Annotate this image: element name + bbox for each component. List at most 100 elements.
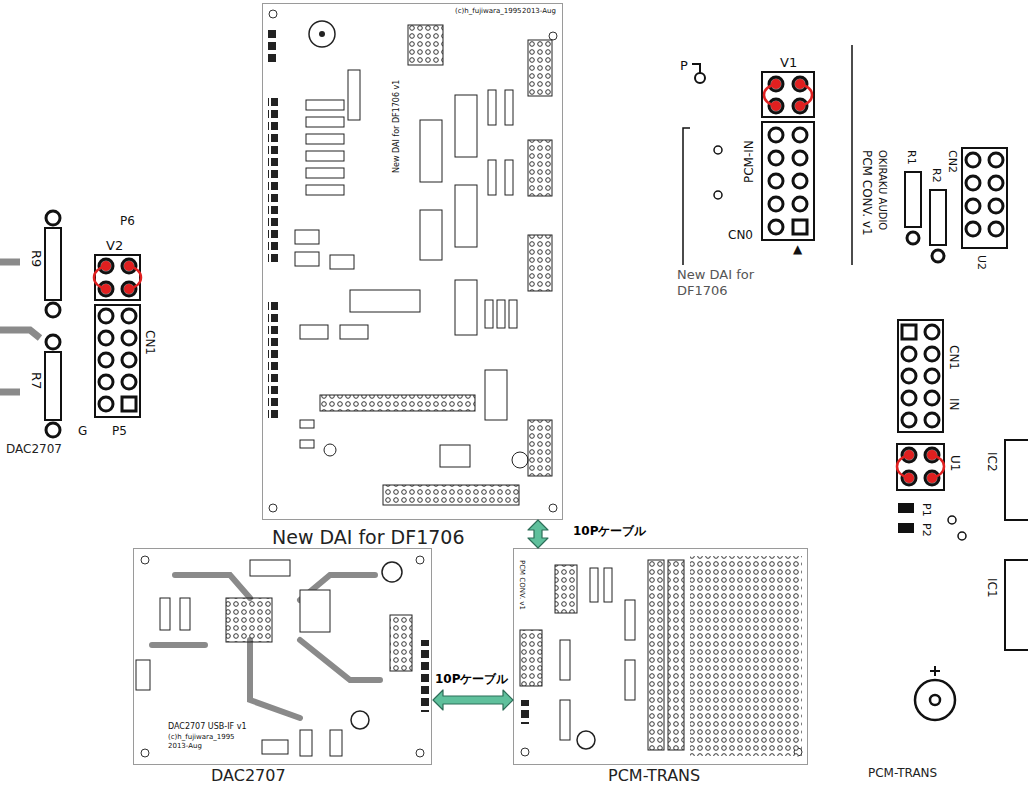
dac2707-board-part <box>416 556 424 564</box>
new-dai-board-part <box>350 290 420 312</box>
silkscreen-label: P2 <box>920 523 933 537</box>
pcm-trans-board-part <box>604 568 612 602</box>
pcm-trans-board-part <box>577 731 595 749</box>
dac2707-board-part <box>152 575 380 718</box>
pcm-trans-detail-part <box>925 347 939 361</box>
pcm-trans-board-part <box>555 565 577 613</box>
pcm-trans-detail-part <box>948 516 956 524</box>
dac2707-board-part <box>330 730 342 756</box>
pcm-trans-detail-part <box>932 250 944 262</box>
silkscreen-label: V2 <box>106 238 123 254</box>
new-dai-board-part <box>309 21 335 47</box>
new-dai-board-part <box>420 210 442 260</box>
new-dai-board-part <box>306 168 344 178</box>
dac2707-board-part <box>250 560 290 576</box>
board-caption: New DAI for DF1706 <box>677 267 795 299</box>
dac2707-board-part <box>141 749 149 757</box>
new-dai-board-part <box>330 255 354 269</box>
new-dai-board-part <box>295 230 319 244</box>
new-dai-board-part <box>512 452 528 468</box>
dac2707-detail-part <box>95 305 140 417</box>
pcm-trans-board-part <box>521 748 529 756</box>
cable-arrow <box>433 690 513 710</box>
board-caption: New DAI for DF1706 <box>272 526 465 549</box>
dac2707-board-part <box>416 749 424 757</box>
dac2707-detail-part <box>99 331 113 345</box>
silkscreen-label: P5 <box>112 424 127 438</box>
new-dai-detail-part <box>762 122 814 240</box>
board-node: PCM-TRANS <box>513 548 809 765</box>
pcm-trans-detail-part <box>989 222 1003 236</box>
new-dai-board-part <box>320 395 475 411</box>
pcm-trans-board-part <box>520 630 542 686</box>
silkscreen-label: ▲ <box>793 242 802 256</box>
new-dai-board-part <box>383 485 519 505</box>
dac2707-board-part <box>160 598 170 630</box>
silkscreen-label: CN1 <box>947 345 961 370</box>
pcm-trans-detail-part <box>902 391 916 405</box>
silkscreen-label: (c)h_fujiwara_1995 <box>168 733 235 741</box>
cable-label: 10Pケーブル <box>572 524 648 539</box>
new-dai-board-part <box>268 54 276 62</box>
new-dai-board-part <box>300 325 328 339</box>
pcm-trans-detail-part <box>898 320 943 432</box>
dac2707-detail-part <box>46 423 60 437</box>
pcm-trans-board-part <box>514 549 808 765</box>
new-dai-board-part <box>306 151 344 161</box>
dac2707-detail-part <box>95 255 140 300</box>
new-dai-board-part <box>268 95 278 265</box>
new-dai-board-part <box>408 25 443 65</box>
new-dai-board-part <box>528 140 552 196</box>
board-node: DAC2707 <box>133 548 433 765</box>
silkscreen-label: DAC2707 USB-IF v1 <box>168 722 246 732</box>
silkscreen-label: V1 <box>780 55 797 71</box>
new-dai-detail-part <box>769 128 783 142</box>
silkscreen-label: P6 <box>120 214 135 228</box>
dac2707-board-part <box>351 711 369 729</box>
silkscreen-label: CN0 <box>728 228 753 242</box>
pcm-trans-board-part <box>690 556 802 756</box>
dac2707-board-part <box>136 660 150 690</box>
new-dai-detail-part <box>793 174 807 188</box>
pcm-trans-detail-part <box>905 172 921 227</box>
pcm-trans-board-part <box>625 660 635 700</box>
new-dai-detail-part <box>714 191 722 199</box>
dac2707-detail-part <box>122 375 136 389</box>
new-dai-board-part <box>269 504 277 512</box>
dac2707-board-part <box>262 740 288 754</box>
dac2707-detail-part <box>122 397 136 411</box>
pcm-trans-detail-part <box>1005 440 1028 650</box>
board-caption: PCM-TRANS <box>608 766 700 785</box>
board-caption: DAC2707 <box>6 442 62 456</box>
new-dai-board-part <box>528 235 552 291</box>
dac2707-board-part <box>300 730 312 756</box>
new-dai-detail-part <box>769 174 783 188</box>
dac2707-detail <box>0 211 141 437</box>
new-dai-detail-part <box>769 220 783 234</box>
new-dai-board-part <box>455 95 477 157</box>
new-dai-detail <box>683 45 852 265</box>
new-dai-board-part <box>488 90 496 125</box>
new-dai-board <box>263 4 563 520</box>
silkscreen-label: CN2 <box>946 150 959 173</box>
silkscreen-label: 2013-Aug <box>522 7 556 15</box>
new-dai-board-part <box>319 31 325 37</box>
new-dai-board-part <box>306 185 344 195</box>
pcm-trans-detail-part <box>897 444 944 490</box>
dac2707-board-part <box>390 615 412 671</box>
board-caption: PCM-TRANS <box>868 766 937 780</box>
pcm-trans-detail-part <box>915 680 955 720</box>
dac2707-detail-part <box>122 309 136 323</box>
silkscreen-label: P1 <box>920 503 933 517</box>
silkscreen-label: R2 <box>930 168 943 183</box>
pcm-trans-detail-part <box>897 455 944 478</box>
pcm-trans-board-part <box>625 600 635 640</box>
new-dai-board-part <box>300 420 314 428</box>
pcm-trans-detail-part <box>966 199 980 213</box>
new-dai-board-part <box>485 300 493 328</box>
pcm-trans-detail-part <box>925 369 939 383</box>
new-dai-board-part <box>549 32 557 40</box>
pcm-trans-detail-part <box>989 153 1003 167</box>
new-dai-detail-part <box>851 45 853 265</box>
